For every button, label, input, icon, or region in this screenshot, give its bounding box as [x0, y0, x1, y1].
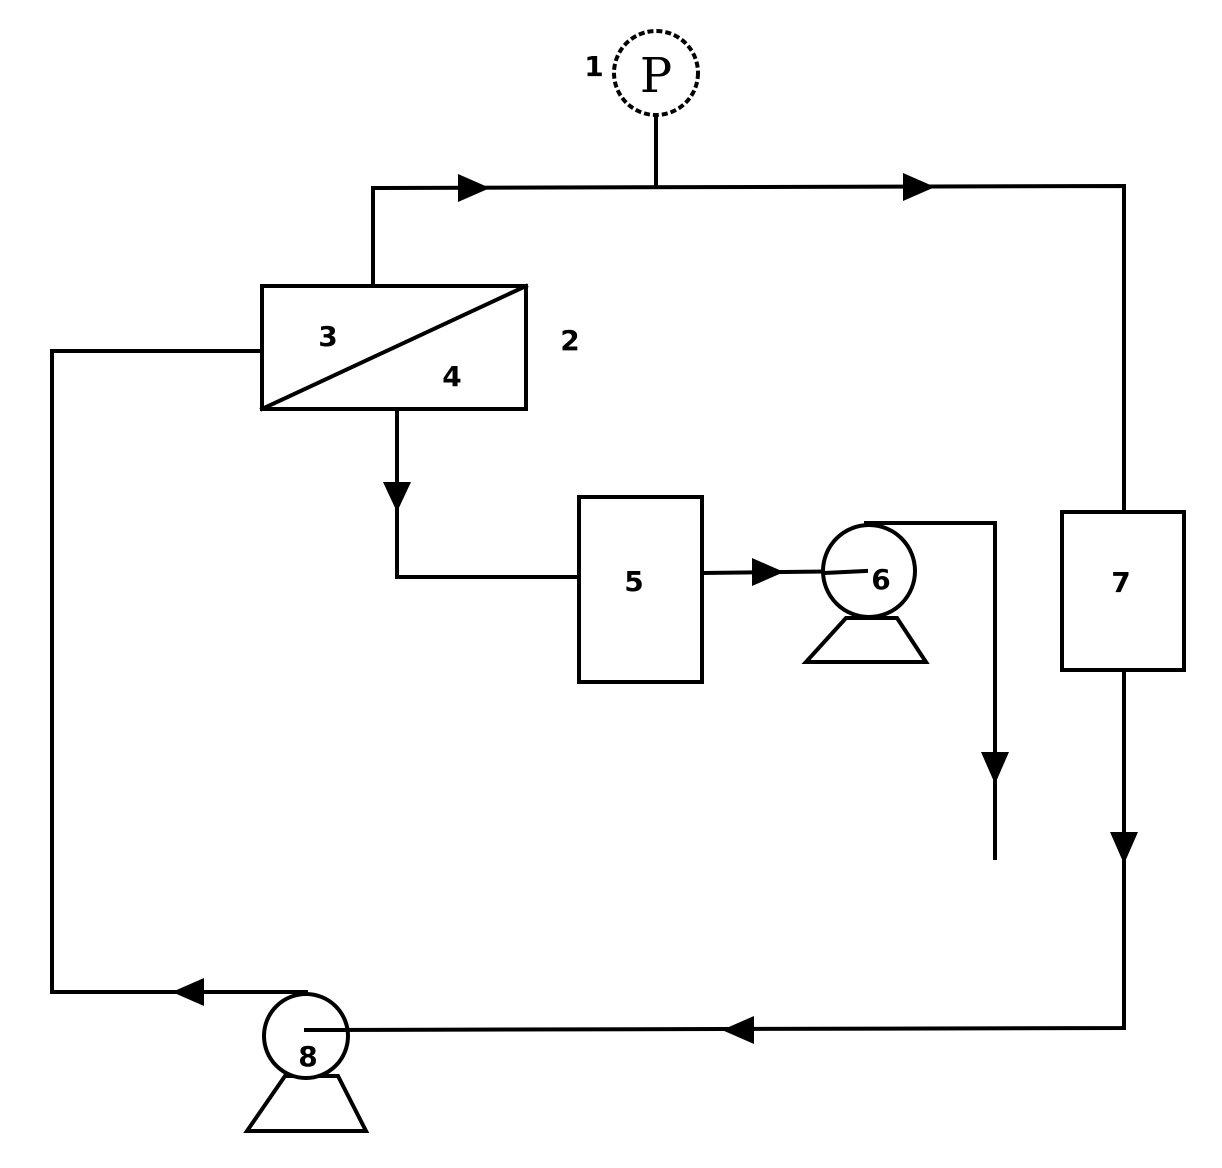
pump-8: 8 — [243, 992, 370, 1133]
pump-6: 6 — [801, 523, 930, 664]
flow-arrow-top-right — [903, 173, 935, 201]
flow-arrow-feed-left — [172, 978, 204, 1006]
flow-arrow-permeate-down — [383, 482, 411, 512]
flow-arrow-discharge-down — [981, 752, 1009, 784]
vessel-5-box — [577, 495, 704, 684]
flow-arrow-top-left — [458, 174, 490, 202]
label-5: 5 — [624, 565, 643, 598]
label-2: 2 — [560, 324, 579, 357]
retentate-pipe-top — [371, 183, 1126, 512]
label-4: 4 — [442, 360, 461, 393]
label-1: 1 — [584, 50, 603, 83]
feed-pipe-left — [50, 349, 308, 994]
pump-8-base — [243, 1074, 370, 1133]
flow-arrow-return-down — [1110, 832, 1138, 864]
pump-6-base — [801, 616, 930, 664]
pressure-gauge-symbol: P — [640, 48, 672, 104]
vessel-7-box — [1060, 510, 1186, 672]
permeate-pipe — [395, 409, 579, 579]
pump-6-discharge-pipe — [864, 521, 997, 860]
vessel-7: 7 — [1060, 510, 1186, 672]
vessel-5: 5 — [577, 495, 704, 684]
membrane-divider — [259, 283, 529, 412]
membrane-module: 3 4 — [259, 283, 529, 412]
label-6: 6 — [871, 563, 890, 596]
return-pipe-bottom — [303, 670, 1126, 1033]
label-7: 7 — [1111, 566, 1130, 599]
pressure-gauge: P — [612, 29, 700, 188]
flow-arrow-to-pump6 — [752, 558, 784, 586]
label-8: 8 — [298, 1040, 317, 1073]
pump-6-inlet-line — [821, 568, 869, 576]
label-3: 3 — [318, 320, 337, 353]
flow-arrow-return-left — [722, 1016, 754, 1044]
